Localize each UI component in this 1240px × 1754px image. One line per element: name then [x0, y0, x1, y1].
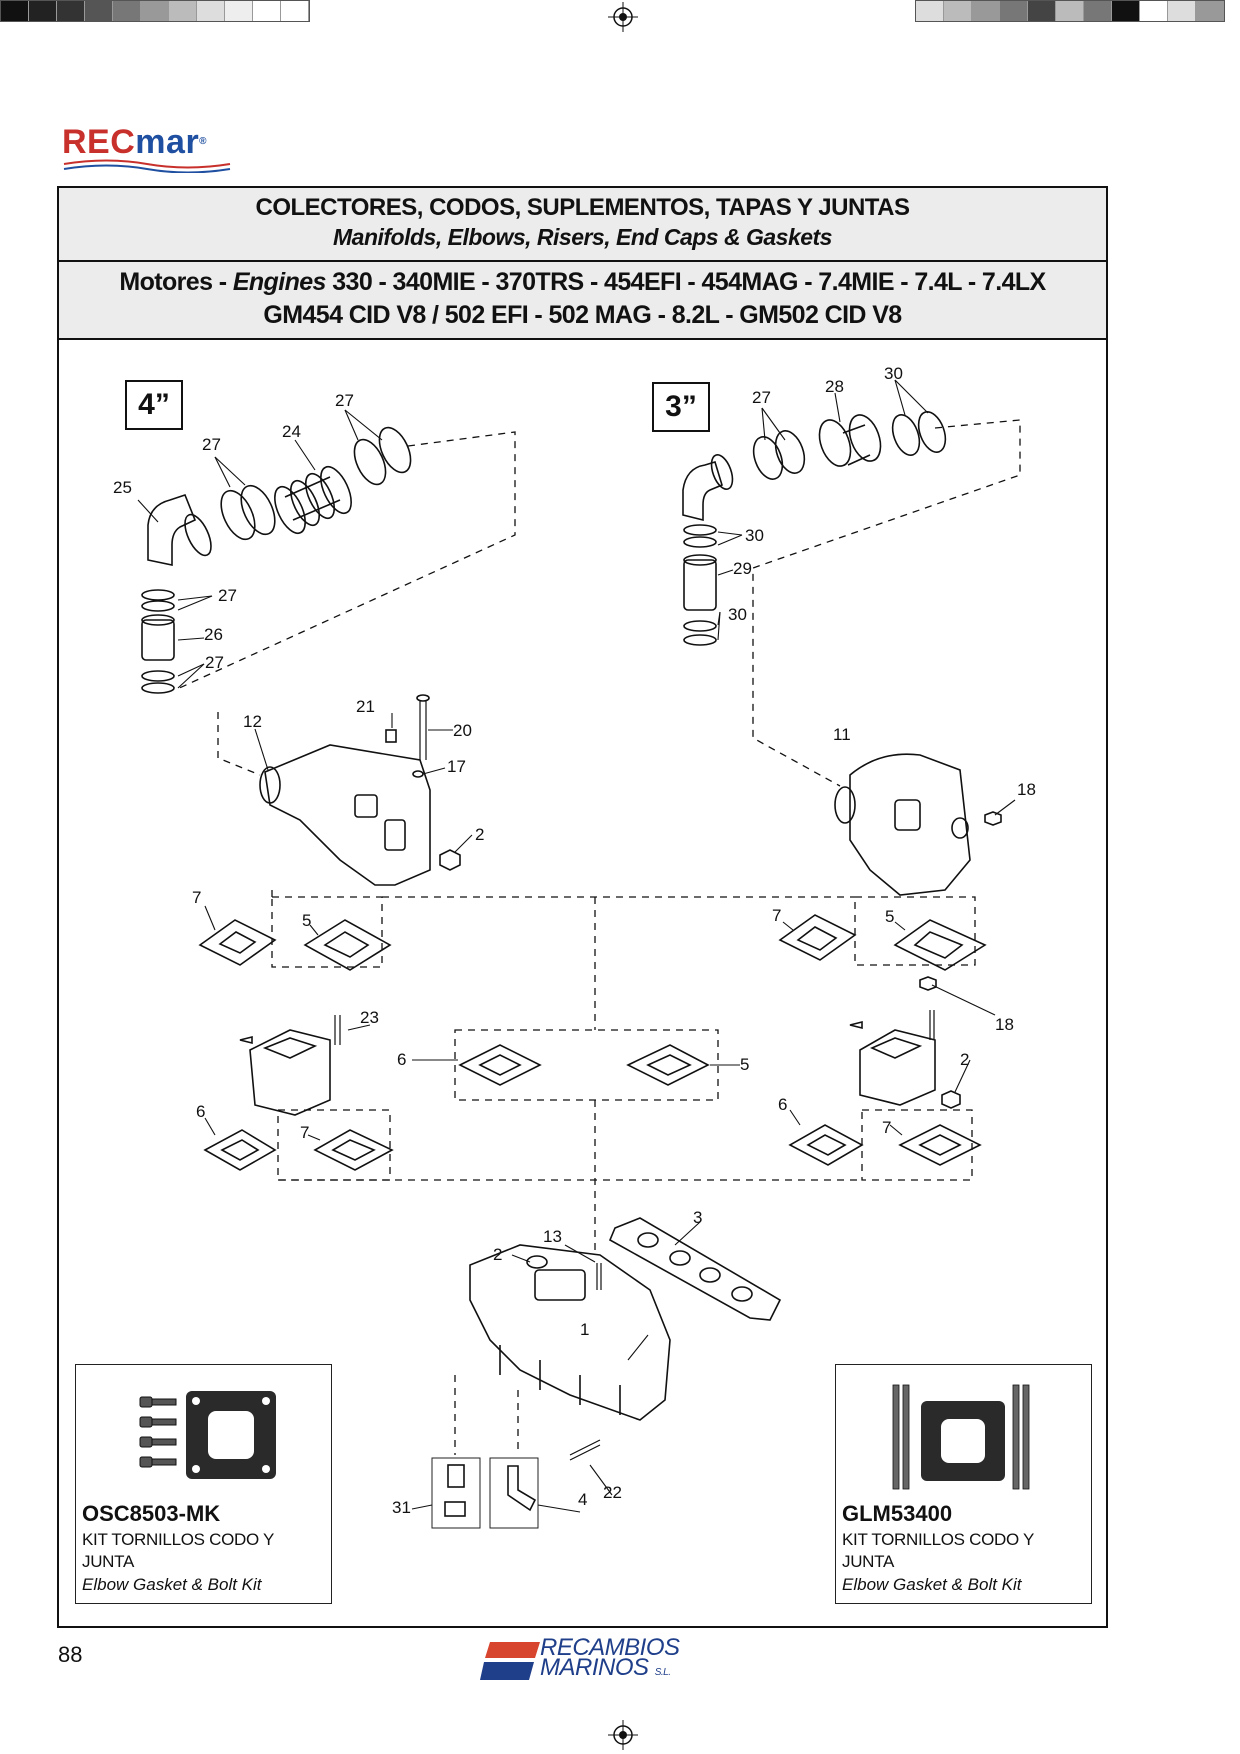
page-number: 88 — [58, 1642, 83, 1667]
callout-24: 24 — [282, 422, 301, 441]
kit-desc-es: KIT TORNILLOS CODO Y JUNTA — [82, 1530, 274, 1571]
kit-box-glm53400: GLM53400 KIT TORNILLOS CODO Y JUNTA Elbo… — [835, 1364, 1092, 1604]
elbow-3in-icon — [682, 461, 723, 522]
callout-5: 5 — [302, 911, 311, 930]
registration-mark-icon — [608, 1720, 638, 1750]
callout-5: 5 — [740, 1055, 749, 1074]
bolt-and-gasket-icon — [892, 1384, 1030, 1490]
hose-4in-icon — [274, 465, 352, 535]
clamp-ring-icon — [184, 426, 412, 557]
title-header: COLECTORES, CODOS, SUPLEMENTOS, TAPAS Y … — [59, 188, 1106, 262]
size-label-4in: 4” — [125, 380, 183, 430]
callout-20: 20 — [453, 721, 472, 740]
callout-23: 23 — [360, 1008, 379, 1027]
callout-3: 3 — [693, 1208, 702, 1227]
callout-21: 21 — [356, 697, 375, 716]
brand-line-2: MARINOS S.L. — [540, 1654, 671, 1681]
kit-code: GLM53400 — [842, 1501, 953, 1526]
callout-27: 27 — [218, 586, 237, 605]
kit-desc-es: KIT TORNILLOS CODO Y JUNTA — [842, 1530, 1034, 1571]
title-es: COLECTORES, CODOS, SUPLEMENTOS, TAPAS Y … — [255, 194, 911, 221]
gasket-icon — [198, 914, 987, 1171]
engines-line-2: GM454 CID V8 / 502 EFI - 502 MAG - 8.2L … — [263, 301, 902, 329]
size-label-3in: 3” — [652, 382, 710, 432]
manifold-gasket-icon — [608, 1217, 782, 1321]
riser-3in-icon — [834, 753, 971, 896]
callout-29: 29 — [733, 559, 752, 578]
callout-12: 12 — [243, 712, 262, 731]
callout-27: 27 — [335, 391, 354, 410]
callout-13: 13 — [543, 1227, 562, 1246]
callout-6: 6 — [196, 1102, 205, 1121]
kit-box-osc8503: OSC8503-MK KIT TORNILLOS CODO Y JUNTA El… — [75, 1364, 332, 1604]
callout-1: 1 — [580, 1320, 589, 1339]
callout-30: 30 — [745, 526, 764, 545]
callout-17: 17 — [447, 757, 466, 776]
kit-code: OSC8503-MK — [82, 1501, 221, 1526]
callout-22: 22 — [603, 1483, 622, 1502]
callout-7: 7 — [882, 1118, 891, 1137]
callout-7: 7 — [192, 888, 201, 907]
registration-mark-icon — [608, 2, 638, 32]
kit-desc-en: Elbow Gasket & Bolt Kit — [82, 1575, 262, 1594]
logo-wave-icon — [63, 159, 231, 174]
callout-25: 25 — [113, 478, 132, 497]
callout-2: 2 — [960, 1050, 969, 1069]
exhaust-manifold-icon — [469, 1244, 671, 1421]
engines-line-1: Motores - Engines 330 - 340MIE - 370TRS … — [119, 268, 1046, 296]
brand-line-1: RECAMBIOS — [540, 1634, 680, 1661]
callout-11: 11 — [833, 725, 851, 744]
bolt-and-gasket-icon — [139, 1391, 276, 1479]
callout-6: 6 — [397, 1050, 406, 1069]
stack-rings-icon — [141, 589, 175, 694]
color-bar-left — [0, 0, 310, 22]
elbow-4in-icon — [147, 494, 197, 566]
callout-30: 30 — [728, 605, 747, 624]
callout-27: 27 — [202, 435, 221, 454]
color-bar-right — [915, 0, 1225, 22]
recambios-marinos-logo: RECAMBIOS MARINOS S.L. — [480, 1636, 700, 1688]
logo-stripes-icon — [480, 1642, 540, 1680]
engines-header: Motores - Engines 330 - 340MIE - 370TRS … — [59, 262, 1106, 340]
callout-28: 28 — [825, 377, 844, 396]
kit-desc-en: Elbow Gasket & Bolt Kit — [842, 1575, 1022, 1594]
callout-4: 4 — [578, 1490, 587, 1509]
callout-27: 27 — [205, 653, 224, 672]
callout-6: 6 — [778, 1095, 787, 1114]
callout-27: 27 — [752, 388, 771, 407]
callout-26: 26 — [204, 625, 223, 644]
callout-5: 5 — [885, 907, 894, 926]
callout-30: 30 — [884, 364, 903, 383]
callout-7: 7 — [300, 1123, 309, 1142]
callout-18: 18 — [1017, 780, 1036, 799]
callout-18: 18 — [995, 1015, 1014, 1034]
callout-2: 2 — [475, 825, 484, 844]
callout-31: 31 — [392, 1498, 411, 1517]
riser-4in-icon — [259, 744, 431, 886]
content-frame — [57, 186, 1108, 1628]
spacer-block-icon — [249, 1029, 936, 1116]
title-en: Manifolds, Elbows, Risers, End Caps & Ga… — [333, 224, 832, 250]
callout-2: 2 — [493, 1245, 502, 1264]
callout-7: 7 — [772, 906, 781, 925]
recmar-logo: RECmar® — [62, 125, 242, 175]
exploded-parts-diagram: 1 2 2 2 3 4 5 5 5 6 6 6 7 7 7 7 11 12 13… — [113, 364, 1036, 1529]
